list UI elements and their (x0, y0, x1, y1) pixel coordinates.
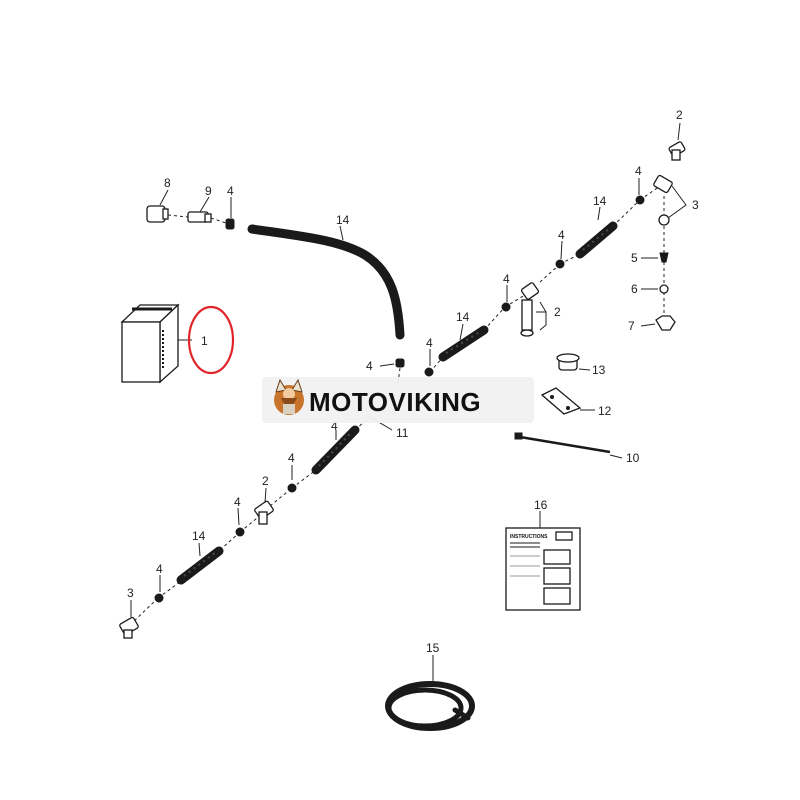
fitting-part-9 (187, 211, 212, 223)
callout-4-c: 4 (426, 336, 433, 350)
clamp-part-4-r4 (635, 195, 645, 205)
callout-6: 6 (631, 282, 638, 296)
callout-14-mid: 14 (456, 310, 470, 324)
viking-logo (274, 378, 304, 415)
clamp-part-4-l3 (287, 483, 297, 493)
callout-10: 10 (626, 451, 640, 465)
hose-lower-left-1 (176, 546, 224, 585)
callout-4-f: 4 (635, 164, 642, 178)
callout-11: 11 (396, 426, 409, 440)
callout-14-top: 14 (336, 213, 350, 227)
clamp-part-4-r3 (555, 259, 565, 269)
callout-13: 13 (592, 363, 606, 377)
hose-upper-left (247, 224, 405, 340)
callout-15: 15 (426, 641, 440, 655)
watermark-brand: MOTOVIKING (309, 387, 481, 417)
callout-2-mid: 2 (554, 305, 561, 319)
instructions-card-title: INSTRUCTIONS (510, 534, 548, 540)
tee-fitting-part-2-low (254, 500, 274, 525)
hose-center-right (438, 325, 489, 362)
callout-4-j: 4 (331, 419, 338, 433)
watermark-banner: MOTOVIKING (262, 377, 534, 423)
instructions-card-part-16: INSTRUCTIONS (505, 527, 581, 611)
clamp-part-4-top (225, 218, 235, 230)
callout-1: 1 (201, 334, 208, 348)
washer-part-6 (659, 284, 669, 294)
tie-strap-part-10 (514, 432, 611, 454)
callout-4-e: 4 (558, 228, 565, 242)
clamp-part-4-l1 (154, 593, 164, 603)
elbow-part-3-top (653, 174, 673, 226)
callout-16: 16 (534, 498, 548, 512)
callout-9: 9 (205, 184, 212, 198)
callout-4-g: 4 (288, 451, 295, 465)
clamp-part-4-r2 (501, 302, 511, 312)
grommet-part-13 (556, 353, 580, 371)
callout-3-top: 3 (692, 198, 699, 212)
bracket-part-12 (540, 387, 582, 415)
coiled-hose-part-15 (385, 681, 475, 731)
callout-4-a: 4 (227, 184, 234, 198)
cap-part-8 (146, 205, 169, 223)
callout-4-i: 4 (156, 562, 163, 576)
hose-lower-left-2 (311, 425, 360, 475)
callout-2-top: 2 (676, 108, 683, 122)
clamp-part-4-l2 (235, 527, 245, 537)
callout-14-right: 14 (593, 194, 607, 208)
callout-4-h: 4 (234, 495, 241, 509)
screw-part-5 (659, 252, 669, 263)
callout-12: 12 (598, 404, 612, 418)
callout-14-low: 14 (192, 529, 206, 543)
callout-7: 7 (628, 319, 635, 333)
tee-fitting-part-2-mid (520, 282, 540, 337)
elbow-part-3-bottom (119, 616, 139, 639)
callout-8: 8 (164, 176, 171, 190)
callout-3-bottom: 3 (127, 586, 134, 600)
clamp-part-4-r1 (424, 367, 434, 377)
highlight-ring (187, 305, 235, 375)
callout-4-d: 4 (503, 272, 510, 286)
elbow-fitting-part-2-top (668, 141, 686, 161)
tank-part-1 (120, 303, 180, 384)
clamp-part-4-center (395, 358, 405, 368)
callout-5: 5 (631, 251, 638, 265)
callout-4-b: 4 (366, 359, 373, 373)
callout-2-low: 2 (262, 474, 269, 488)
hose-top-right (575, 221, 618, 259)
nut-part-7 (655, 315, 676, 331)
